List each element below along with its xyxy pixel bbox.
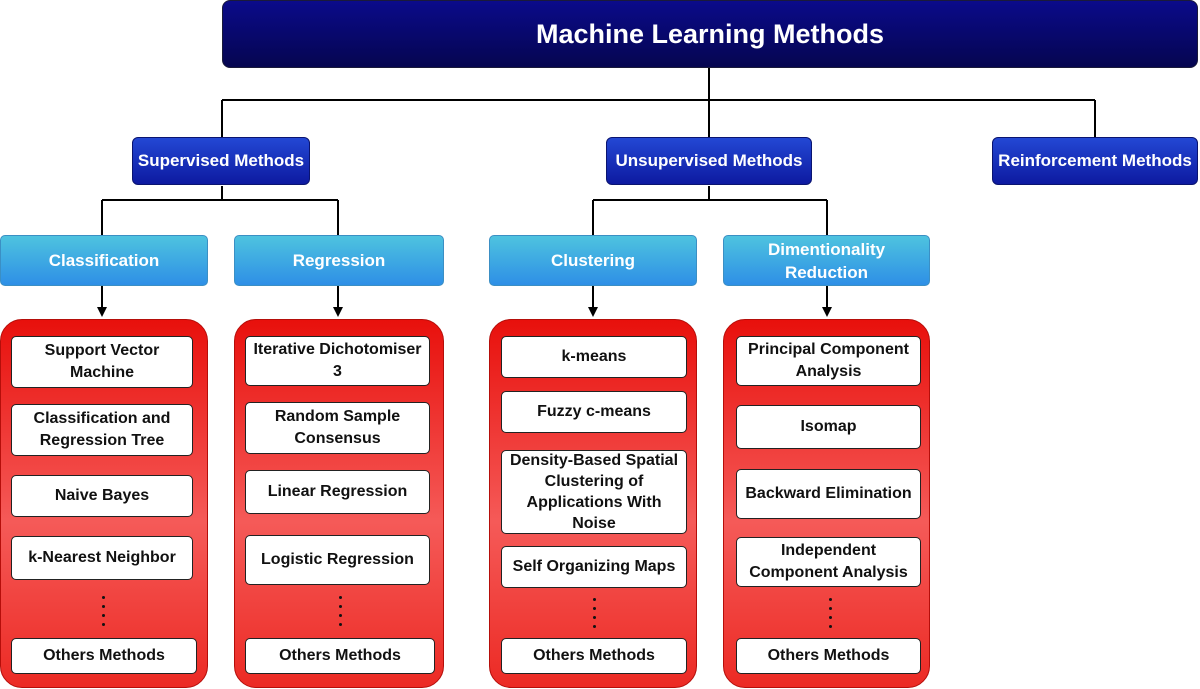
others-methods-item: Others Methods [11,638,197,674]
panel-regression: Iterative Dichotomiser 3 Random Sample C… [234,319,444,688]
panel-dimentionality-reduction: Principal Component Analysis Isomap Back… [723,319,930,688]
group-clustering: Clustering [489,235,697,286]
ellipsis-dots [589,598,599,634]
others-methods-item: Others Methods [736,638,921,674]
method-item: Independent Component Analysis [736,537,921,587]
method-item: Naive Bayes [11,475,193,517]
category-unsupervised: Unsupervised Methods [606,137,812,185]
method-item: Classification and Regression Tree [11,404,193,456]
method-item: k-Nearest Neighbor [11,536,193,580]
method-item: Density-Based Spatial Clustering of Appl… [501,450,687,534]
method-item: Fuzzy c-means [501,391,687,433]
connector-supervised-bus [102,186,338,201]
group-classification: Classification [0,235,208,286]
method-item: k-means [501,336,687,378]
method-item: Logistic Regression [245,535,430,585]
group-dimentionality-reduction: Dimentionality Reduction [723,235,930,286]
method-item: Linear Regression [245,470,430,514]
others-methods-item: Others Methods [501,638,687,674]
ellipsis-dots [335,596,345,632]
category-supervised: Supervised Methods [132,137,310,185]
method-item: Principal Component Analysis [736,336,921,386]
category-reinforcement: Reinforcement Methods [992,137,1198,185]
method-item: Isomap [736,405,921,449]
method-item: Support Vector Machine [11,336,193,388]
others-methods-item: Others Methods [245,638,435,674]
method-item: Iterative Dichotomiser 3 [245,336,430,386]
panel-clustering: k-means Fuzzy c-means Density-Based Spat… [489,319,697,688]
method-item: Random Sample Consensus [245,402,430,454]
root-node: Machine Learning Methods [222,0,1198,68]
ellipsis-dots [98,596,108,632]
panel-classification: Support Vector Machine Classification an… [0,319,208,688]
method-item: Self Organizing Maps [501,546,687,588]
group-regression: Regression [234,235,444,286]
ellipsis-dots [825,598,835,634]
connector-unsupervised-bus [593,186,827,201]
method-item: Backward Elimination [736,469,921,519]
